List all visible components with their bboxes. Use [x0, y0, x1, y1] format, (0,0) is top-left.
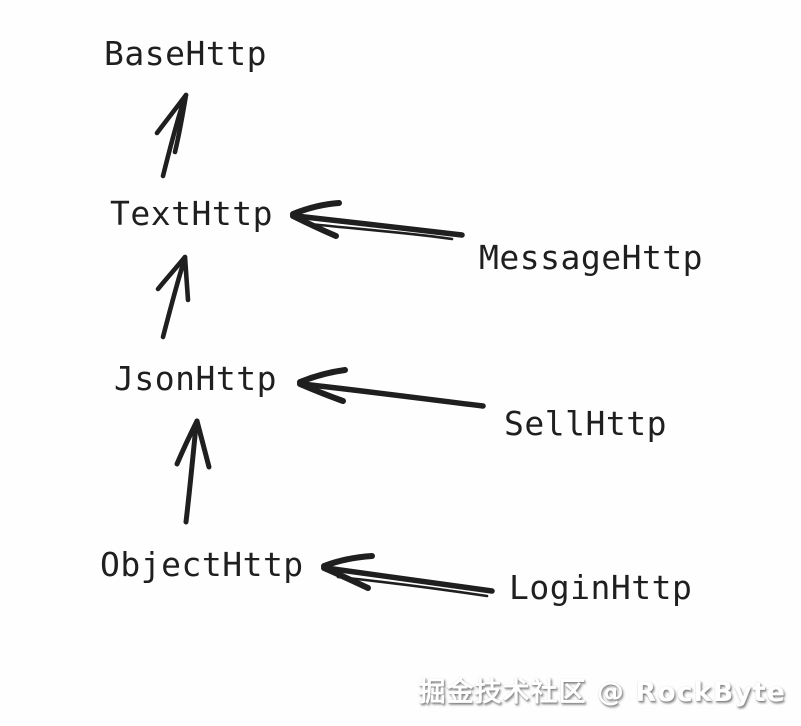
- arrow-messagehttp-to-texthttp: [290, 200, 465, 241]
- node-loginhttp: LoginHttp: [509, 568, 693, 607]
- node-objecthttp: ObjectHttp: [100, 545, 304, 584]
- arrow-sellhttp-to-jsonhttp: [297, 367, 486, 409]
- arrow-objecthttp-to-jsonhttp: [174, 418, 212, 525]
- arrow-loginhttp-to-objecthttp: [321, 553, 495, 598]
- node-sellhttp: SellHttp: [504, 404, 667, 443]
- node-texthttp: TextHttp: [110, 194, 273, 233]
- watermark-text: 掘金技术社区 @ RockByte: [418, 677, 786, 708]
- node-jsonhttp: JsonHttp: [114, 359, 277, 398]
- node-basehttp: BaseHttp: [104, 34, 267, 73]
- arrow-texthttp-to-basehttp: [154, 92, 189, 179]
- node-messagehttp: MessageHttp: [479, 238, 704, 277]
- arrow-jsonhttp-to-texthttp: [155, 254, 191, 340]
